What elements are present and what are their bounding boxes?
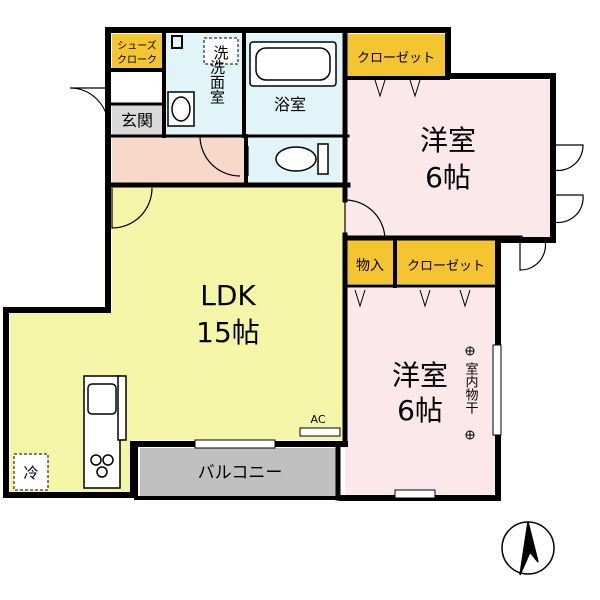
ldk-size: 15帖 bbox=[196, 316, 260, 349]
bathtub bbox=[249, 41, 337, 87]
ac-label: AC bbox=[310, 413, 325, 426]
fridge-label: 冷 bbox=[23, 464, 38, 482]
balcony-label: バルコニー bbox=[198, 463, 283, 483]
washroom-label: 洗面室 bbox=[208, 60, 226, 105]
toilet-fixture bbox=[275, 143, 329, 175]
north-arrow-icon bbox=[501, 521, 555, 576]
drying-markers bbox=[465, 346, 475, 440]
ac-unit bbox=[299, 427, 341, 437]
storeroom-label: 物入 bbox=[356, 258, 384, 274]
closet-door-marks bbox=[354, 79, 471, 308]
closet-2-area bbox=[397, 240, 495, 284]
windows bbox=[194, 344, 502, 499]
washer-label: 洗 bbox=[213, 44, 228, 62]
western-room-2-floor bbox=[345, 288, 495, 495]
walls bbox=[3, 27, 556, 501]
bathroom-label: 浴室 bbox=[274, 95, 306, 114]
indoor-drying-label: 室内物干 bbox=[463, 361, 479, 414]
western-room-2-size: 6帖 bbox=[397, 394, 443, 427]
closet-2-label: クローゼット bbox=[407, 259, 485, 274]
western-room-1-floor bbox=[345, 80, 550, 237]
fridge-space bbox=[13, 453, 49, 491]
balcony-area bbox=[140, 448, 338, 498]
kitchen-counter bbox=[83, 375, 127, 489]
closet-1-label: クローゼット bbox=[357, 51, 435, 66]
doors bbox=[69, 87, 584, 271]
shoe-cloak-label-1: シューズ bbox=[117, 39, 157, 52]
shoe-cloak-label-2: クローク bbox=[117, 54, 157, 66]
western-room-2-name: 洋室 bbox=[392, 359, 448, 392]
western-room-1-size: 6帖 bbox=[425, 161, 471, 194]
closet-1-area bbox=[345, 34, 445, 80]
entrance-label: 玄関 bbox=[121, 111, 153, 130]
hall-floor bbox=[112, 136, 246, 185]
wash-basin bbox=[167, 91, 195, 127]
western-room-1-name: 洋室 bbox=[420, 124, 476, 157]
ldk-name: LDK bbox=[200, 279, 256, 312]
entrance-floor bbox=[112, 104, 162, 136]
storeroom-area bbox=[345, 240, 394, 284]
washer-space bbox=[203, 37, 239, 65]
shoe-cloak-area bbox=[112, 34, 162, 69]
